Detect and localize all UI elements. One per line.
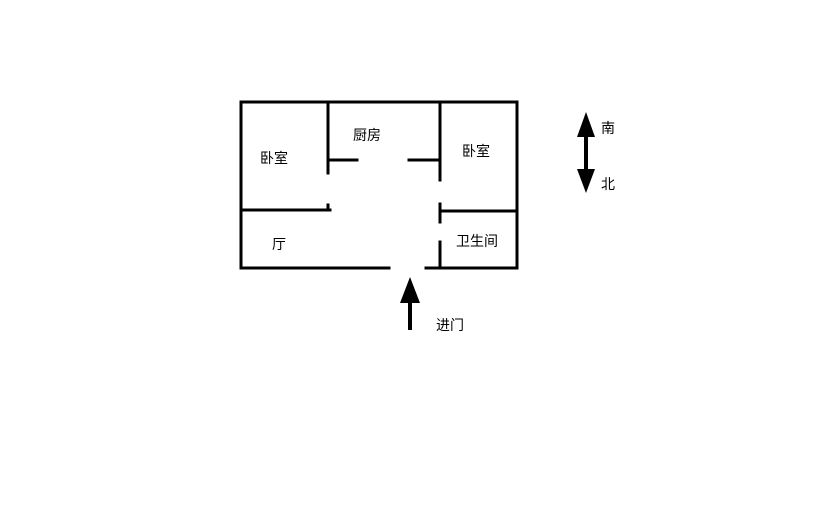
- compass-south-label: 南: [601, 121, 615, 137]
- interior-walls: [239, 100, 519, 270]
- room-label-bedroom-right: 卧室: [462, 144, 490, 160]
- up-arrow-icon: [400, 277, 420, 330]
- room-label-kitchen: 厨房: [353, 128, 381, 144]
- room-label-living-room: 厅: [272, 237, 286, 253]
- compass-north-label: 北: [601, 177, 615, 193]
- room-label-bathroom: 卫生间: [456, 234, 498, 250]
- room-label-bedroom-left: 卧室: [260, 151, 288, 167]
- double-arrow-icon: [577, 112, 595, 193]
- entrance-label: 进门: [436, 318, 464, 334]
